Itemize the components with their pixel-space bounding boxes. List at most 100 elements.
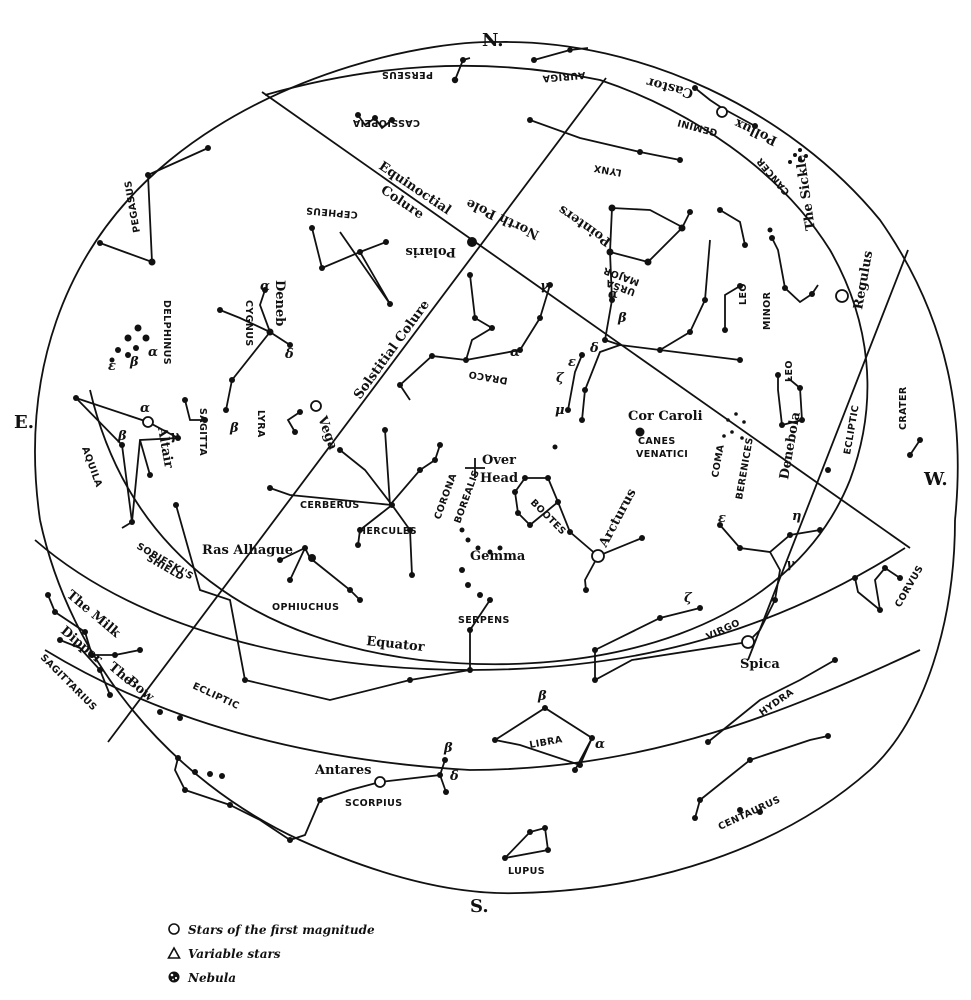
label-bow: Bow [123, 674, 157, 706]
label-centaurus: CENTAURUS [717, 794, 783, 832]
greek-delta-ursa: δ [589, 341, 599, 356]
ecliptic-line [44, 649, 921, 771]
greek-alpha-draco: α [510, 345, 520, 360]
label-coma: COMA [710, 443, 727, 478]
legend-row-first-magnitude: Stars of the first magnitude [166, 918, 375, 942]
greek-delta-cygnus: δ [284, 347, 294, 362]
stars [45, 47, 923, 861]
greek-gamma-pointers: γ [540, 279, 550, 294]
antares-star [374, 776, 386, 788]
regulus-star [835, 289, 849, 303]
cor-caroli-star [635, 427, 645, 437]
label-equator: Equator [366, 634, 426, 655]
label-ras-alhague: Ras Alhague [202, 543, 293, 558]
greek-beta-ursa: β [617, 311, 627, 326]
north-label: N. [482, 30, 504, 51]
label-draco: DRACO [468, 368, 509, 386]
map-labels: PERSEUS AURIGA CASSIOPEIA GEMINI Castor … [38, 69, 926, 877]
west-label: W. [923, 469, 948, 490]
label-castor: Castor [645, 74, 695, 101]
greek-beta-scorpius: β [443, 741, 453, 756]
label-crater: CRATER [898, 386, 909, 430]
label-serpens: SERPENS [458, 615, 510, 626]
label-aquila: AQUILA [79, 445, 104, 489]
label-leo-minor-2: MINOR [762, 291, 773, 330]
label-vega: Vega [314, 413, 340, 452]
label-cepheus: CEPHEUS [305, 204, 358, 220]
label-leo: LEO [784, 360, 795, 382]
greek-gamma-virgo: γ [786, 557, 796, 572]
greek-beta-libra: β [537, 689, 547, 704]
label-deneb: Deneb [272, 280, 287, 326]
overhead-marker [465, 458, 485, 478]
greek-epsilon-virgo: ε [718, 511, 726, 526]
legend-row-nebula: Nebula [166, 966, 375, 990]
label-antares: Antares [314, 763, 371, 778]
label-hercules: HERCULES [358, 526, 417, 537]
greek-alpha-altair: α [140, 401, 150, 416]
greek-annotations: α δ β α γ α β δ ε ζ μ α β ε α β γ ε η γ … [108, 279, 801, 784]
south-label: S. [470, 896, 489, 917]
greek-beta-cygnus: β [229, 421, 239, 436]
legend-nebula-text: Nebula [188, 971, 237, 985]
label-spica: Spica [740, 657, 780, 672]
spica-star [741, 635, 755, 649]
legend: Stars of the first magnitude Variable st… [166, 918, 375, 990]
greek-alpha-ursa: α [608, 287, 618, 302]
label-libra: LIBRA [529, 734, 564, 751]
greek-alpha-libra: α [595, 737, 605, 752]
label-venatici: VENATICI [636, 449, 688, 460]
legend-first-magnitude-text: Stars of the first magnitude [188, 923, 375, 937]
arcturus-star [591, 549, 605, 563]
label-corvus: CORVUS [893, 564, 926, 610]
pollux-star [716, 106, 728, 118]
greek-beta-altair: β [117, 429, 127, 444]
greek-mu-ursa: μ [555, 403, 565, 418]
label-solstitial-colure: Solstitial Colure [351, 298, 433, 403]
label-bootes: BOOTES [528, 497, 568, 537]
solstitial-colure-line [107, 77, 607, 743]
label-over: Over [482, 453, 516, 468]
polaris-star [467, 237, 477, 247]
ecliptic-right-line [747, 249, 909, 661]
label-altair: Altair [154, 425, 176, 469]
east-label: E. [14, 412, 34, 433]
label-scorpius: SCORPIUS [345, 798, 402, 809]
greek-epsilon-ursa: ε [568, 355, 576, 370]
nebula-icon [166, 970, 182, 987]
legend-variable-text: Variable stars [188, 947, 281, 961]
greek-epsilon-delphinus: ε [108, 359, 116, 374]
label-gemini: GEMINI [676, 116, 719, 137]
label-perseus: PERSEUS [382, 69, 433, 80]
greek-alpha-delphinus: α [148, 345, 158, 360]
label-head: Head [480, 471, 518, 486]
label-lyra: LYRA [255, 410, 266, 438]
nebula-clusters [722, 148, 808, 440]
label-cerberus: CERBERUS [300, 500, 360, 511]
chart-outline [34, 41, 959, 895]
label-sagitta: SAGITTA [197, 408, 208, 456]
greek-gamma-altair: γ [170, 429, 180, 444]
equinoctial-colure-line [261, 91, 911, 549]
label-leo-minor-1: LEO [738, 283, 749, 305]
label-cancer: CANCER [754, 155, 792, 197]
label-north-pole: North Pole [464, 195, 542, 242]
greek-zeta-virgo: ζ [684, 591, 693, 606]
triangle-icon [166, 945, 182, 963]
label-cassiopeia: CASSIOPEIA [352, 117, 420, 128]
label-ecliptic-left: ECLIPTIC [191, 681, 241, 712]
greek-zeta-ursa: ζ [556, 371, 565, 386]
horizon-circle [89, 64, 869, 666]
label-pointers: Pointers [556, 202, 615, 249]
label-the-sickle: The Sickle [793, 154, 818, 232]
greek-eta-virgo: η [792, 509, 801, 524]
altair-star [142, 416, 154, 428]
label-berenices: BERENICES [734, 437, 756, 501]
first-magnitude-stars [142, 106, 849, 788]
label-gemma: Gemma [470, 549, 526, 564]
label-pollux: Pollux [732, 115, 780, 148]
greek-alpha-deneb: α [260, 279, 270, 294]
greek-beta-delphinus: β [129, 355, 139, 370]
greek-delta-scorpius: δ [449, 769, 459, 784]
